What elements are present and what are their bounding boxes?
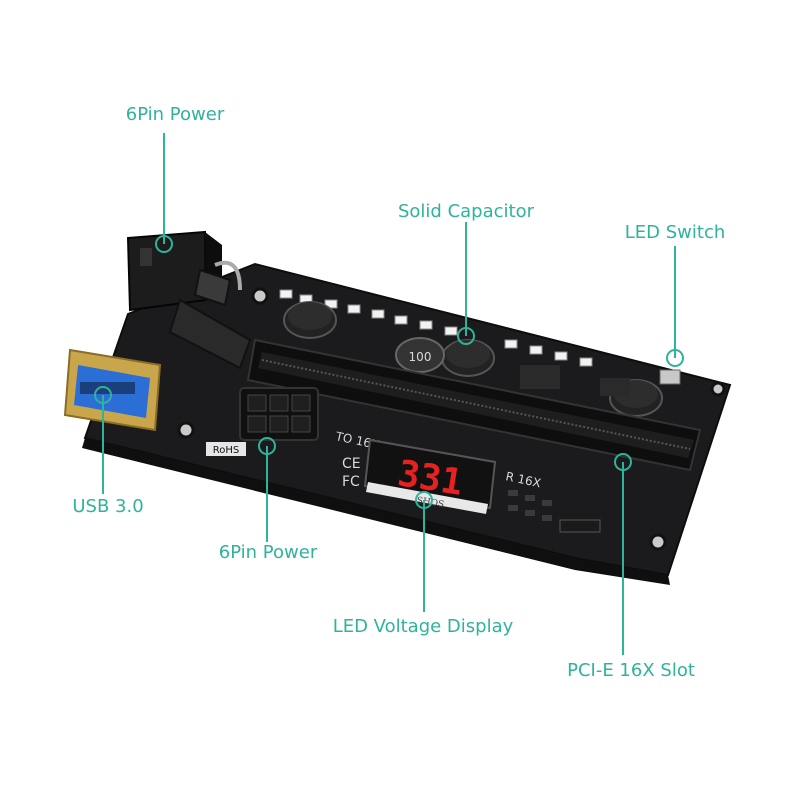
solid-capacitor-center — [441, 339, 495, 377]
inductor-label: 100 — [409, 350, 432, 364]
dot-six-pin-bottom — [258, 437, 276, 455]
rohs-text: RoHS — [213, 445, 239, 456]
callout-pcie-slot: PCI-E 16X Slot — [567, 660, 695, 681]
dot-solid-capacitor — [457, 327, 475, 345]
callout-six-pin-top: 6Pin Power — [126, 104, 225, 125]
rohs-badge: RoHS — [206, 442, 246, 456]
solid-capacitor-left — [283, 301, 337, 339]
callout-led-voltage-display: LED Voltage Display — [333, 616, 514, 637]
led-row — [279, 289, 593, 367]
leader-lines — [94, 133, 684, 655]
callout-usb: USB 3.0 — [72, 496, 143, 517]
six-pin-power-bottom — [239, 387, 319, 441]
callout-led-switch: LED Switch — [625, 222, 726, 243]
ce-mark: CE — [342, 456, 361, 472]
dot-pcie-slot — [614, 453, 632, 471]
inductor: 100 — [395, 337, 445, 373]
dot-led-switch — [666, 349, 684, 367]
fc-mark: FC — [342, 474, 360, 490]
pcie-16x-slot — [246, 338, 702, 472]
callout-six-pin-bottom: 6Pin Power — [219, 542, 318, 563]
smd-components — [508, 365, 681, 533]
dot-six-pin-top — [155, 235, 173, 253]
callout-solid-capacitor: Solid Capacitor — [398, 201, 535, 222]
dot-led-display — [415, 491, 433, 509]
mounting-holes — [177, 287, 726, 551]
dot-usb — [94, 386, 112, 404]
usb-3-port — [63, 348, 162, 432]
power-cables — [168, 260, 252, 370]
